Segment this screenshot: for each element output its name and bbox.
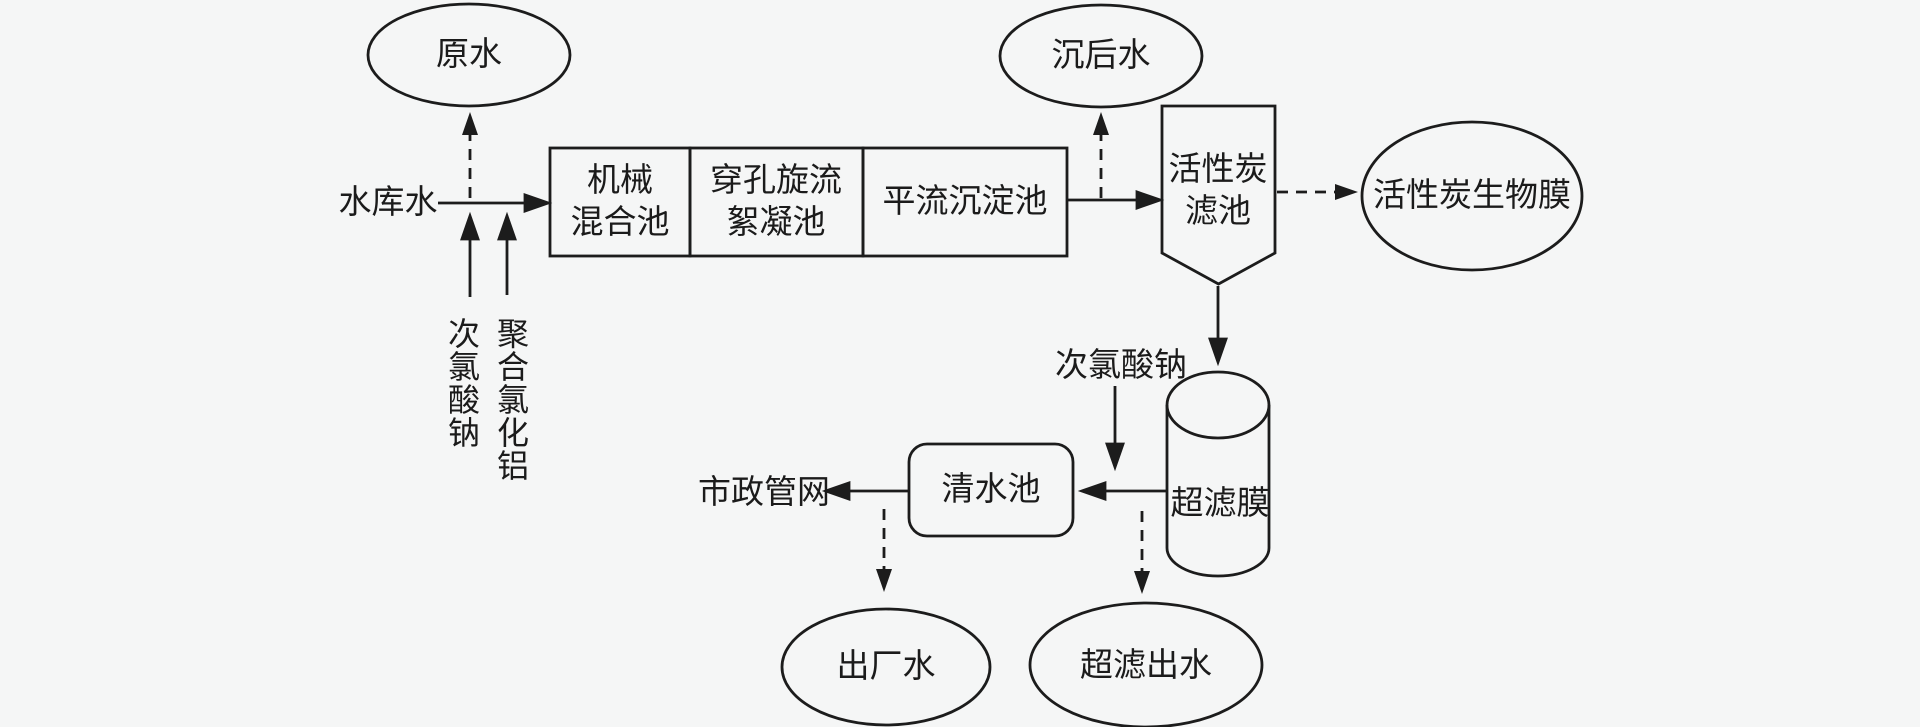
arrowhead-reservoir-to-mixing xyxy=(523,193,553,213)
horizontal-sedimentation-label: 平流沉淀池 xyxy=(882,183,1048,220)
raw-water-ellipse xyxy=(366,2,572,108)
raw-water-label: 原水 xyxy=(436,36,502,73)
sodium-hypochlorite-pre-label: 次氯酸钠 xyxy=(444,317,480,449)
arrowhead-naclo-post-down xyxy=(1105,442,1125,472)
settled-water-ellipse xyxy=(998,3,1204,109)
uf-membrane-label: 超滤膜 xyxy=(1170,485,1270,522)
factory-water-label: 出厂水 xyxy=(836,648,936,685)
arrowhead-sedimentation-to-filter xyxy=(1135,190,1165,210)
carbon-biofilm-ellipse xyxy=(1360,120,1584,272)
arrowhead-filter-to-membrane xyxy=(1208,337,1228,367)
uf-cylinder-bottom xyxy=(1165,547,1271,578)
perforated-swirl-label-line1: 穿孔旋流 xyxy=(710,162,842,199)
perforated-swirl-label: 穿孔旋流 絮凝池 xyxy=(710,160,842,244)
arrowhead-membrane-to-tank xyxy=(1077,481,1107,501)
horizontal-sedimentation-box xyxy=(861,146,1069,258)
municipal-network-label: 市政管网 xyxy=(698,474,830,511)
sodium-hypochlorite-post-label: 次氯酸钠 xyxy=(1055,347,1187,384)
perforated-swirl-label-line2: 絮凝池 xyxy=(726,205,826,241)
arrowhead-to-factory-water xyxy=(876,569,892,592)
carbon-filter-label-line1: 活性炭 xyxy=(1168,151,1268,188)
arrowhead-to-uf-effluent xyxy=(1134,571,1150,594)
clear-water-tank-label: 清水池 xyxy=(941,471,1041,508)
uf-effluent-ellipse xyxy=(1028,601,1264,727)
mechanical-mixing-label-line2: 混合池 xyxy=(570,205,670,241)
carbon-filter-label: 活性炭 滤池 xyxy=(1169,149,1268,233)
arrowhead-to-settled-water xyxy=(1093,112,1109,135)
mechanical-mixing-label-line1: 机械 xyxy=(587,162,653,199)
carbon-biofilm-label: 活性炭生物膜 xyxy=(1373,177,1571,214)
uf-effluent-label: 超滤出水 xyxy=(1080,647,1212,684)
settled-water-label: 沉后水 xyxy=(1051,37,1151,74)
arrowhead-naclo-dose-up xyxy=(460,211,480,241)
factory-water-ellipse xyxy=(780,607,992,727)
arrowhead-to-biofilm xyxy=(1335,184,1358,200)
arrowhead-tank-to-municipal xyxy=(821,481,851,501)
polyaluminium-chloride-label: 聚合氯化铝 xyxy=(493,317,529,482)
mechanical-mixing-label: 机械 混合池 xyxy=(571,160,670,244)
carbon-filter-pentagon xyxy=(1160,104,1277,286)
carbon-filter-label-line2: 滤池 xyxy=(1185,194,1251,230)
arrowhead-to-raw-water xyxy=(462,112,478,135)
reservoir-water-label: 水库水 xyxy=(338,184,438,221)
arrowhead-pac-dose-up xyxy=(497,211,517,241)
